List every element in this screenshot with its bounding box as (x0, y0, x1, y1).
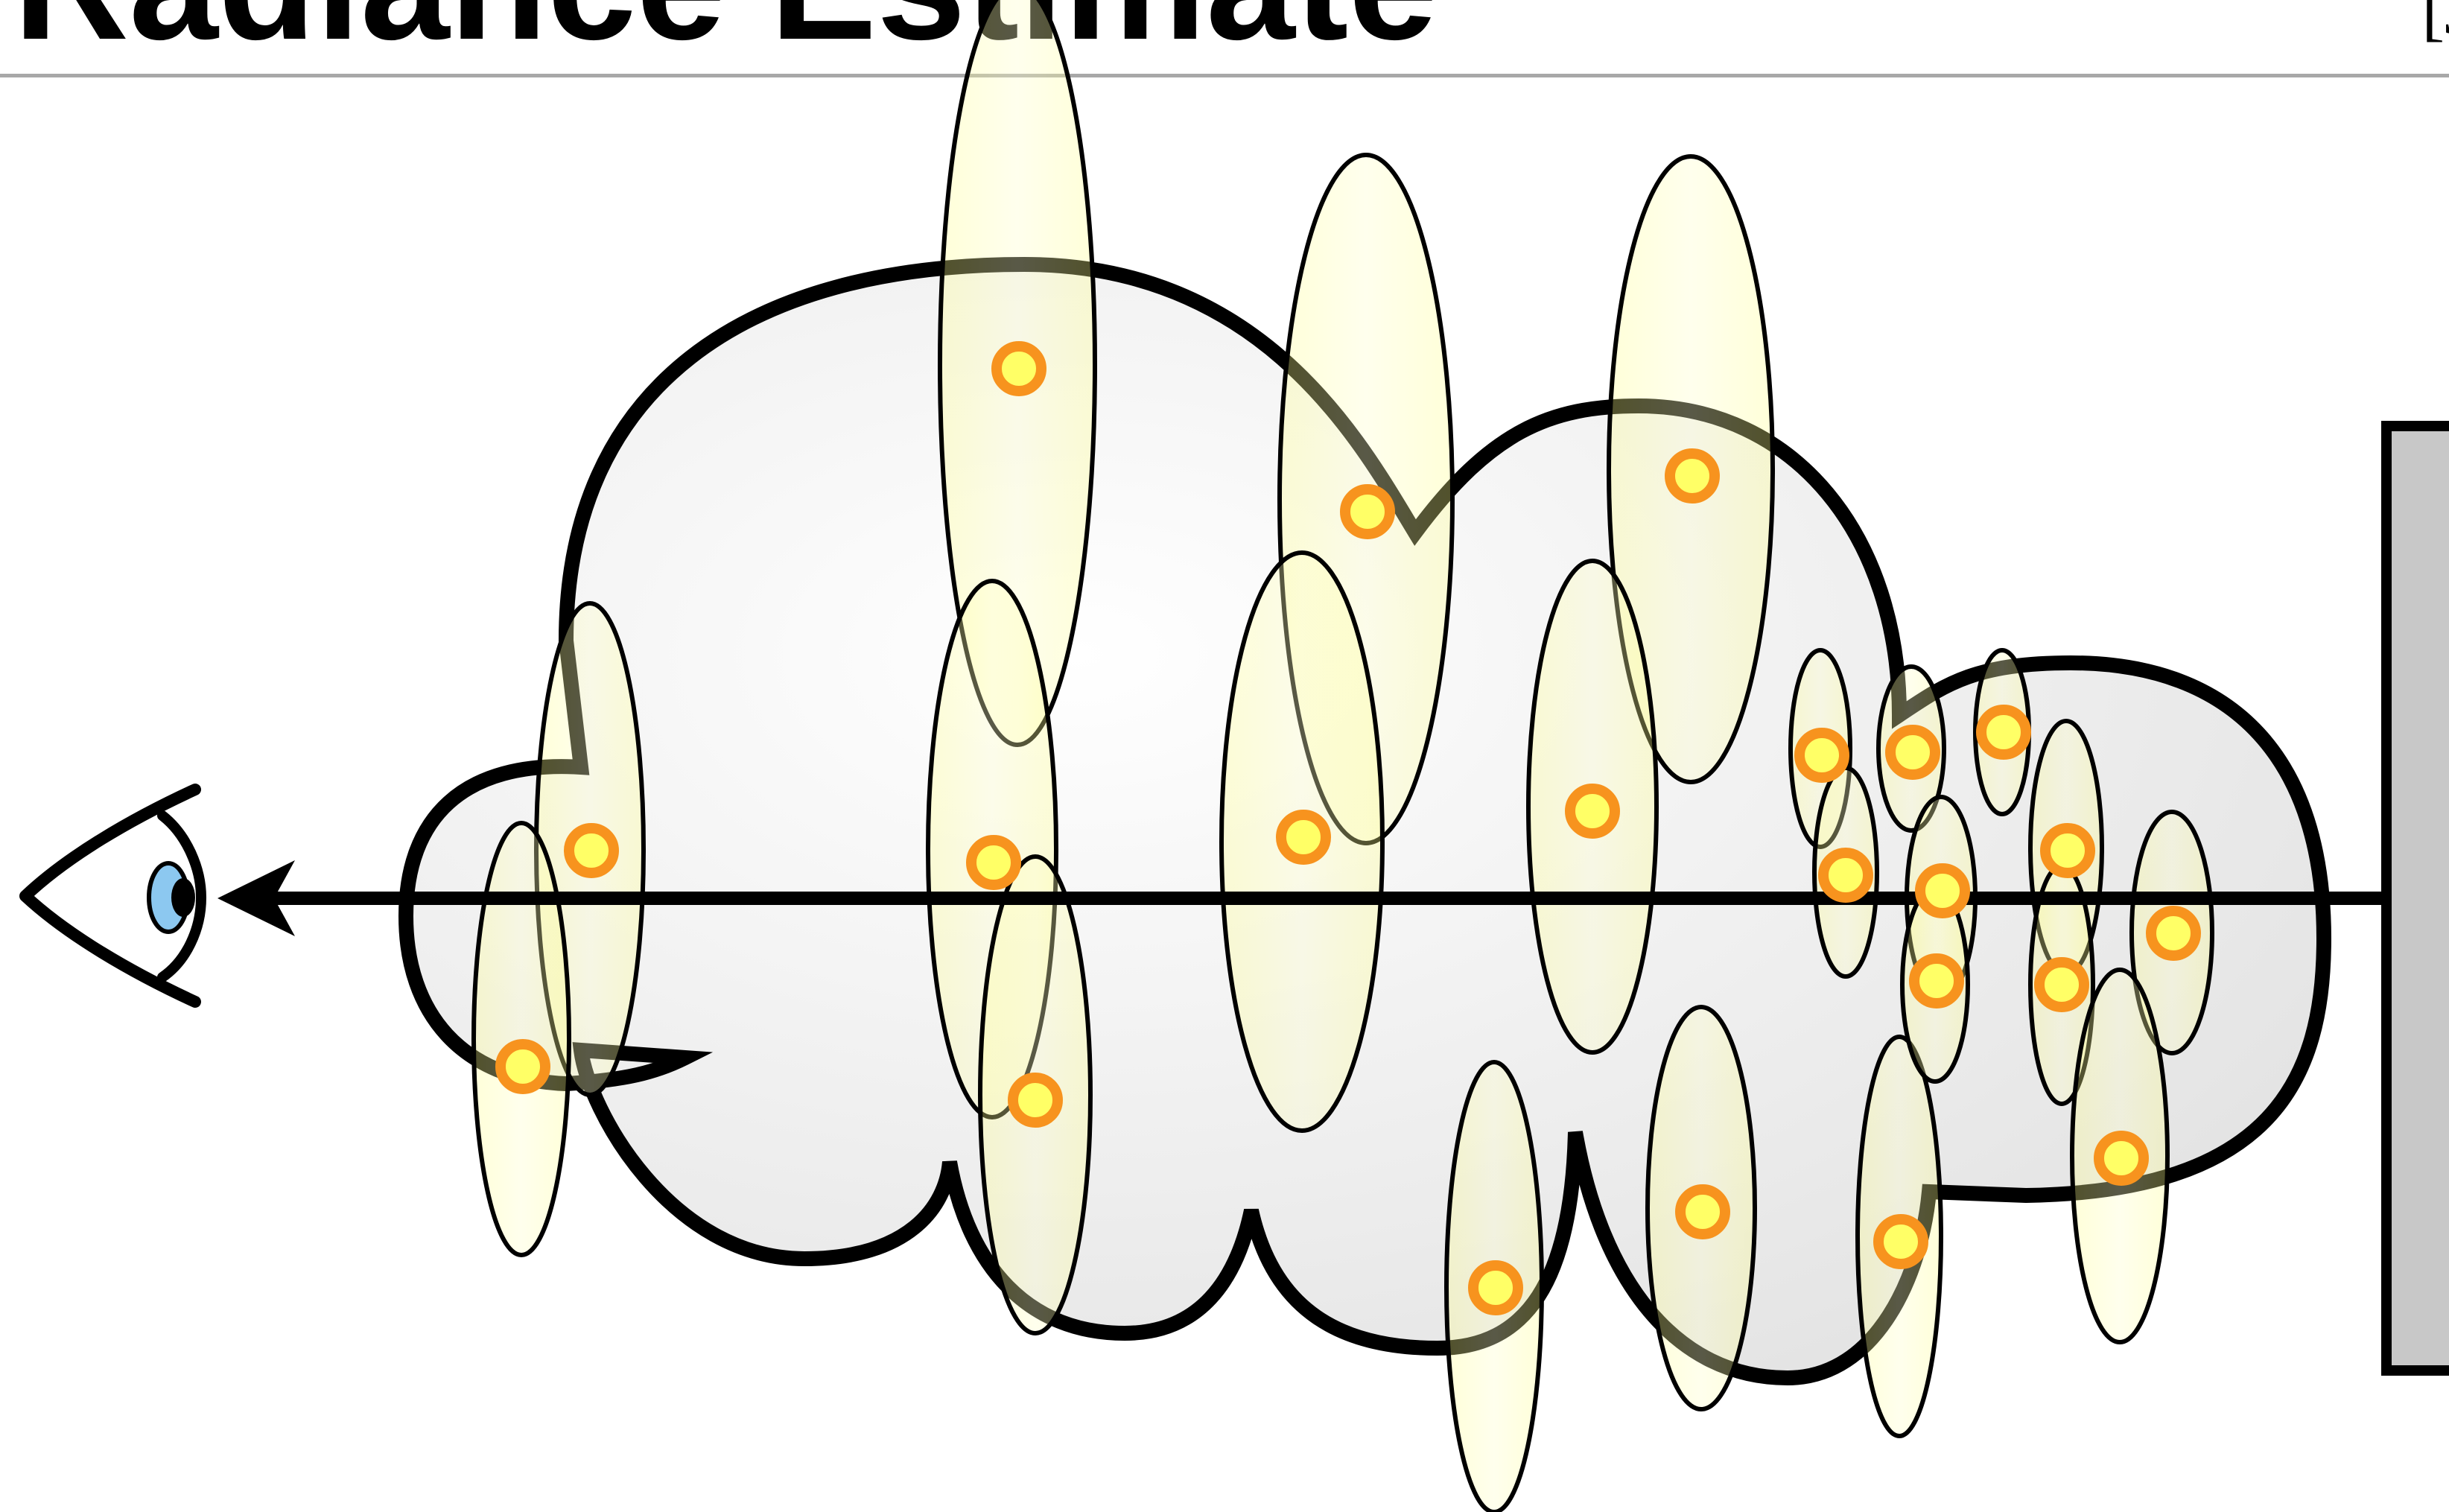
photon (1920, 868, 1965, 913)
photon (1670, 454, 1715, 498)
backing-wall (2386, 426, 2449, 1370)
photon (501, 1044, 545, 1089)
photon (1570, 789, 1615, 833)
photon (2039, 962, 2084, 1007)
photon (1800, 733, 1844, 778)
photon (997, 346, 1041, 391)
photon (1013, 1078, 1058, 1122)
photon (2151, 911, 2196, 956)
photon (1473, 1265, 1518, 1310)
photon (1823, 853, 1868, 898)
photon (1890, 730, 1935, 775)
photon (1878, 1219, 1923, 1264)
photon (2099, 1136, 2144, 1181)
eye-icon (25, 790, 201, 1002)
photon (1914, 959, 1959, 1003)
photon-lobe (474, 823, 569, 1255)
photon (1281, 815, 1326, 860)
photon (569, 828, 614, 873)
photon (971, 840, 1016, 885)
photon (1345, 489, 1390, 534)
photon (1981, 710, 2026, 755)
photon (2045, 828, 2090, 873)
photon (1680, 1189, 1725, 1234)
